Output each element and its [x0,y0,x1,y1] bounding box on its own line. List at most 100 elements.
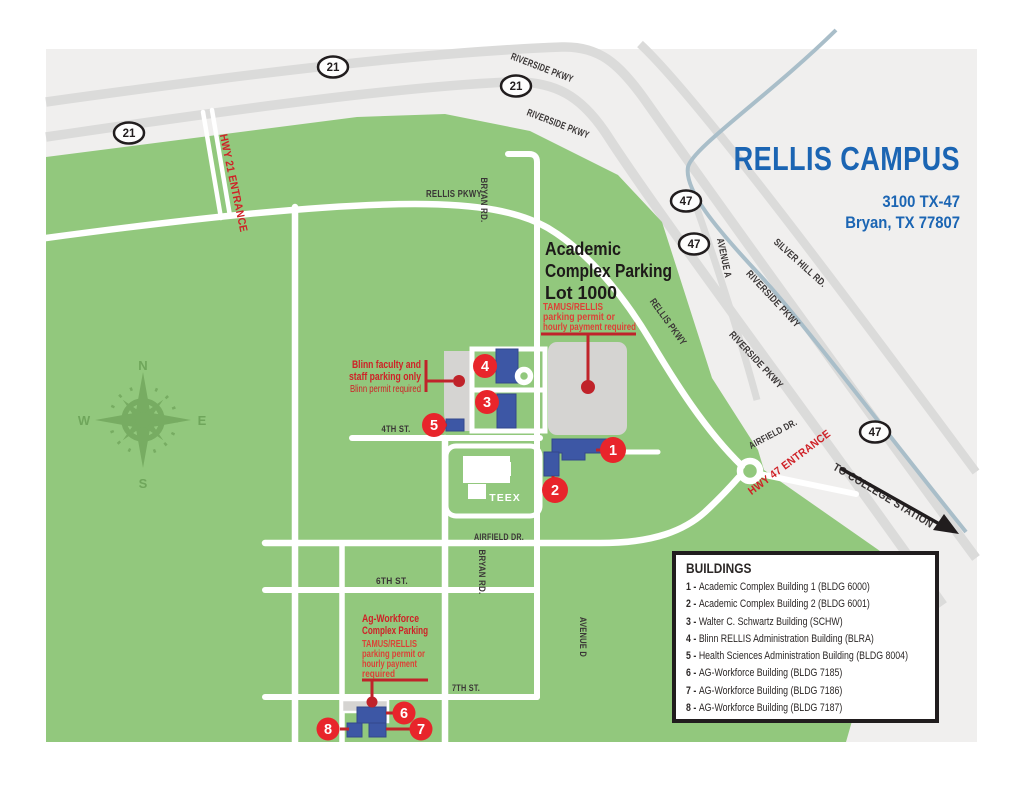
legend-item-2: 2-Academic Complex Building 2 (BLDG 6001… [686,596,884,613]
building-6-ag-workforce [356,706,387,724]
water-tower-icon [514,366,534,386]
marker-5-label: 5 [430,418,438,434]
ag-parking-note-1: TAMUS/RELLIS [362,639,417,650]
legend-item-4-num: 4 [686,632,691,645]
hwy47-shield-south-label: 47 [869,427,882,439]
blinn-parking-dot [453,375,465,387]
marker-2 [542,477,568,503]
hwy21-shield-east [499,74,533,98]
fourth-st-label: 4TH ST. [382,424,411,435]
building-markers: 1 2 3 4 5 6 7 8 [316,354,626,741]
compass-north-label: N [138,358,147,373]
academic-parking-label: Academic Complex Parking Lot 1000 TAMUS/… [543,238,672,333]
hwy21-shield-west [112,121,146,145]
hwy21-entrance-road-west [200,109,224,221]
academic-parking-note-2: parking permit or [543,312,615,323]
ag-parking-title-1: Ag-Workforce [362,613,419,625]
hwy47-shield-north-label: 47 [680,196,693,208]
hwy47-shield-mid [677,232,711,256]
building-3-schwartz [496,393,517,429]
academic-parking-title-2: Complex Parking [545,260,672,281]
academic-parking-title-1: Academic [545,238,621,259]
legend-item-5-dash: - [693,650,697,663]
campus-address-line2: Bryan, TX 77807 [845,214,960,232]
avenue-d-label: AVENUE D [577,617,588,657]
legend-item-1-name: Academic Complex Building 1 (BLDG 6000) [698,581,870,593]
hwy21-shield-mid [316,55,350,79]
legend-item-2-dash: - [693,598,697,611]
academic-parking-title-3: Lot 1000 [545,282,617,303]
legend-item-8-num: 8 [686,702,691,715]
marker-7 [409,717,433,741]
marker-6-label: 6 [400,706,408,722]
ag-parking-note-2: parking permit or [362,649,425,660]
building-7-ag-workforce [368,722,387,738]
legend-item-5-name: Health Sciences Administration Building … [698,650,908,663]
legend-item-3-dash: - [693,615,697,628]
rellis-pkwy-road [42,200,746,470]
academic-parking-note-3: hourly payment required [543,322,636,333]
highway-21-lower-lane [45,77,947,608]
academic-parking-dot [581,380,595,394]
legend-item-5-num: 5 [686,650,691,663]
teex-complex [463,456,511,499]
college-station-arrow [839,466,959,534]
hwy47-shield-south [858,420,892,444]
hwy47-shield-north [669,189,703,213]
legend-item-7-num: 7 [686,684,691,697]
legend-item-2-name: Academic Complex Building 2 (BLDG 6001) [698,598,870,611]
legend-item-6-num: 6 [686,667,691,680]
buildings-legend: BUILDINGS 1-Academic Complex Building 1 … [672,551,939,723]
campus-title: RELLIS CAMPUS [733,140,960,177]
avenue-a-road [690,198,761,401]
marker-6 [392,701,416,725]
legend-item-7-dash: - [693,684,697,697]
marker-1-label: 1 [609,443,617,459]
avenue-d-road [505,151,540,700]
blinn-parking-line-2: staff parking only [349,371,422,383]
legend-item-4-name: Blinn RELLIS Administration Building (BL… [698,632,874,645]
legend-item-7: 7-AG-Workforce Building (BLDG 7186) [686,683,884,700]
silver-hill-road [685,28,968,534]
blinn-parking-lot [444,351,474,431]
legend-item-3: 3-Walter C. Schwartz Building (SCHW) [686,614,884,631]
compass-hub [135,412,151,428]
sixth-st-label: 6TH ST. [376,576,408,587]
ag-parking-note-3: hourly payment [362,659,418,670]
legend-item-7-name: AG-Workforce Building (BLDG 7186) [698,684,843,697]
ag-parking-note-4: required [362,669,395,680]
building-4-blinn-admin [495,348,519,384]
legend-item-3-num: 3 [686,615,691,628]
bryan-rd-label-north: BRYAN RD. [478,178,489,223]
ag-parking-dot [366,696,378,708]
legend-item-8: 8-AG-Workforce Building (BLDG 7187) [686,700,884,717]
compass-rose: N E S W [78,358,207,491]
blinn-parking-label: Blinn faculty and staff parking only Bli… [349,359,422,395]
marker-1 [600,437,626,463]
legend-item-5: 5-Health Sciences Administration Buildin… [686,648,908,665]
campus-address-line1: 3100 TX-47 [882,193,960,211]
highway-47-outer-lane [637,40,980,475]
marker-7-label: 7 [417,722,425,738]
blinn-parking-line-3: Blinn permit required [350,383,421,395]
hwy21-shield-west-label: 21 [123,128,136,140]
marker-2-label: 2 [551,483,559,499]
seventh-st-label: 7TH ST. [452,683,480,694]
legend-item-1: 1-Academic Complex Building 1 (BLDG 6000… [686,579,884,596]
hwy47-entrance-road [757,471,859,497]
ag-parking-title-2: Complex Parking [362,625,428,637]
marker-4 [473,354,497,378]
highway-shields: 21 21 21 47 47 47 [112,55,892,444]
legend-item-1-num: 1 [686,581,691,593]
compass-south-label: S [139,476,148,491]
compass-west-label: W [78,413,91,428]
legend-item-1-dash: - [693,581,697,593]
teex-building-south [468,484,486,499]
bryan-rd-label-south: BRYAN RD. [476,550,487,595]
compass-east-label: E [198,413,207,428]
rellis-pkwy-label: RELLIS PKWY [426,189,482,200]
legend-item-6-dash: - [693,667,697,680]
building-8-ag-workforce [346,722,363,738]
academic-parking-note-1: TAMUS/RELLIS [543,302,603,313]
